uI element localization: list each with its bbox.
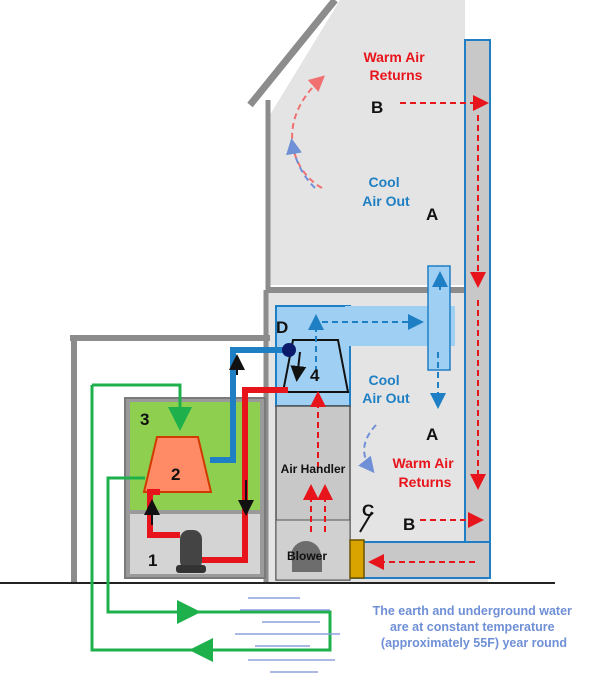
svg-text:The earth and underground wate: The earth and underground water are at c…	[373, 604, 576, 650]
ground-loop	[90, 383, 332, 662]
label-blower: Blower	[287, 549, 327, 563]
svg-text:Cool Air Out: Cool Air Out	[362, 174, 410, 209]
svg-text:Cool Air Out: Cool Air Out	[362, 372, 410, 406]
compressor-1	[176, 530, 206, 573]
label-air-handler: Air Handler	[281, 462, 346, 476]
svg-text:Warm Air Returns: Warm Air Returns	[363, 49, 428, 83]
label-b-top: B	[371, 98, 383, 117]
note-line1: The earth and underground water	[373, 604, 572, 618]
coil-2	[142, 436, 213, 493]
cool-air-out-top-line2: Air Out	[362, 193, 410, 209]
svg-text:Warm Air Returns: Warm Air Returns	[392, 455, 457, 490]
warm-air-returns-mid-line2: Returns	[399, 474, 452, 490]
label-3: 3	[140, 410, 149, 429]
airflow-arrows	[286, 75, 489, 570]
label-a-top: A	[426, 205, 438, 224]
label-a-mid: A	[426, 425, 438, 444]
label-4: 4	[310, 366, 320, 385]
warm-air-returns-mid-line1: Warm Air	[392, 455, 454, 471]
cool-air-out-mid-line2: Air Out	[362, 390, 410, 406]
note-line3: (approximately 55F) year round	[381, 636, 567, 650]
heat-pump-cabinet	[124, 397, 266, 579]
house-upper-floor	[247, 0, 465, 290]
label-d: D	[276, 318, 288, 337]
filter-c	[349, 539, 365, 579]
point-d-node	[282, 343, 296, 357]
label-1: 1	[148, 551, 157, 570]
garage-room	[70, 335, 270, 582]
cool-air-out-top-line1: Cool	[369, 174, 400, 190]
warm-air-returns-top-line1: Warm Air	[363, 49, 425, 65]
refrigerant-lines	[144, 343, 307, 563]
label-b-bottom: B	[403, 515, 415, 534]
ground-water-lines	[235, 597, 340, 673]
label-c: C	[362, 501, 374, 520]
cool-air-out-mid-line1: Cool	[369, 372, 400, 388]
warm-air-returns-top-line2: Returns	[370, 67, 423, 83]
note-line2: are at constant temperature	[390, 620, 555, 634]
label-2: 2	[171, 465, 180, 484]
